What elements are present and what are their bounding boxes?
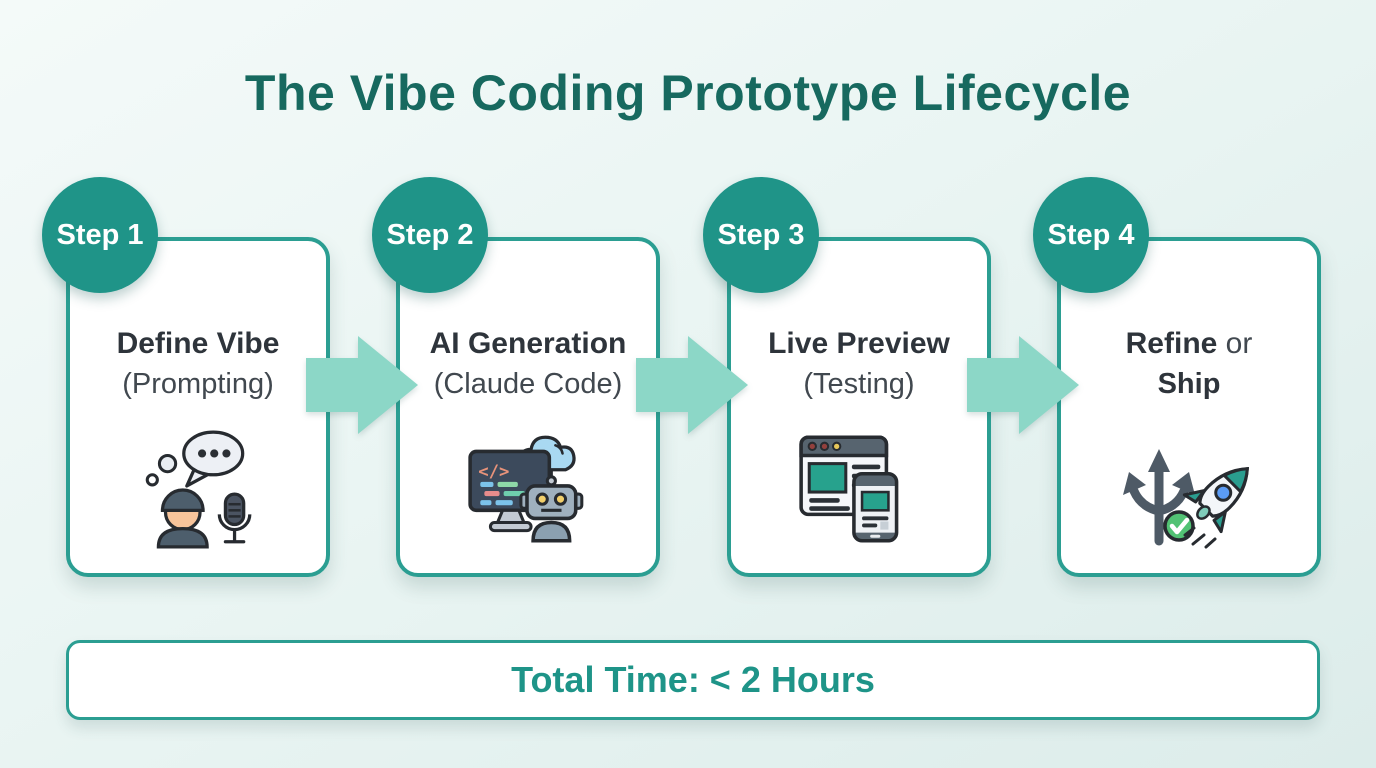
flow-arrow-1: [306, 336, 418, 434]
step-subtitle: (Claude Code): [433, 368, 623, 400]
step-title: Define Vibe: [116, 327, 280, 360]
step-title-bold: Refine: [1125, 327, 1218, 360]
page-title: The Vibe Coding Prototype Lifecycle: [244, 65, 1132, 121]
step-badge-1: Step 1: [42, 177, 158, 293]
step-badge-label: Step 2: [386, 218, 474, 251]
step-subtitle: (Prompting): [122, 368, 274, 400]
step-card-1: Step 1 Define Vibe (Prompting): [42, 177, 330, 577]
total-time-bar: Total Time: < 2 Hours: [66, 640, 1320, 720]
step-badge-label: Step 4: [1047, 218, 1135, 251]
step-badge-3: Step 3: [703, 177, 819, 293]
step-card-3: Step 3 Live Preview (Testing): [703, 177, 991, 577]
step-title: Live Preview: [768, 327, 950, 360]
flow-arrow-3: [967, 336, 1079, 434]
step-card-4: Step 4 Refine or Ship: [1033, 177, 1321, 577]
step-badge-label: Step 1: [56, 218, 144, 251]
step-badge-label: Step 3: [717, 218, 805, 251]
step-title: Refine or: [1061, 323, 1317, 364]
person-speech-mic-icon: [70, 423, 326, 555]
step-title-tail: or: [1217, 327, 1253, 360]
total-time-label: Total Time: < 2 Hours: [511, 659, 875, 700]
computer-cloud-robot-icon: </>: [400, 423, 656, 555]
branch-arrows-rocket-icon: [1061, 423, 1317, 553]
step-subtitle: Ship: [1157, 368, 1221, 400]
step-title: AI Generation: [429, 327, 627, 360]
browser-phone-preview-icon: [731, 423, 987, 555]
step-card-2: Step 2 AI Generation (Claude Code) </>: [372, 177, 660, 577]
step-badge-4: Step 4: [1033, 177, 1149, 293]
step-subtitle: (Testing): [803, 368, 915, 400]
flow-arrow-2: [636, 336, 748, 434]
step-badge-2: Step 2: [372, 177, 488, 293]
svg-text:</>: </>: [478, 462, 509, 482]
